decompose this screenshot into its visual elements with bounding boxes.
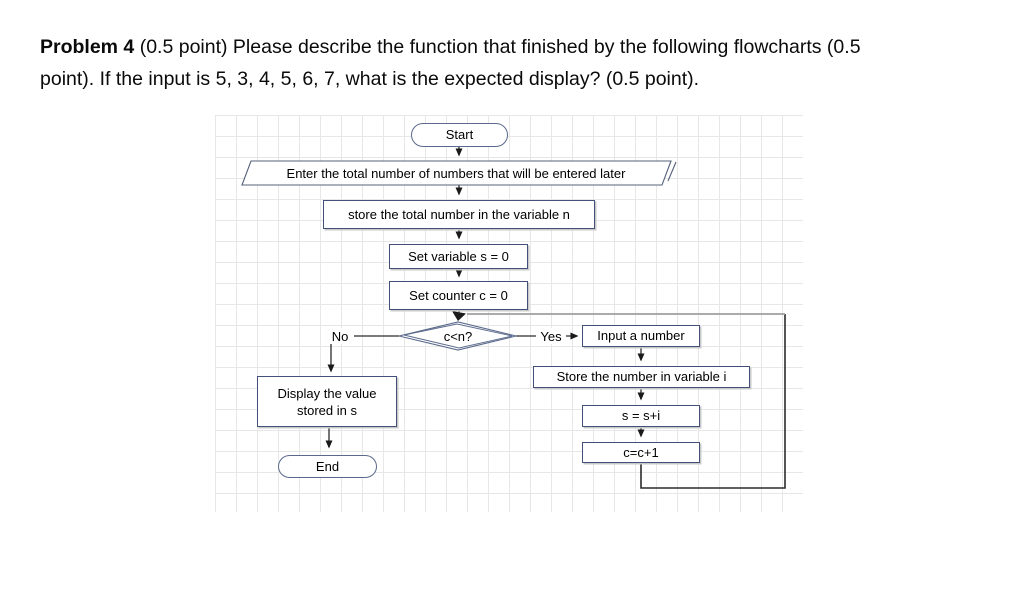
end-node: End [278,455,377,478]
display-node-line2: stored in s [297,402,357,418]
problem-statement: Problem 4 (0.5 point) Please describe th… [40,31,1000,95]
no-branch-label: No [326,328,354,344]
yes-branch-label: Yes [536,328,566,344]
enter-total-node: Enter the total number of numbers that w… [286,165,626,181]
problem-line-1: Problem 4 (0.5 point) Please describe th… [40,31,1000,63]
increment-node: c=c+1 [582,442,700,463]
problem-line-2: point). If the input is 5, 3, 4, 5, 6, 7… [40,68,700,90]
display-node: Display the value stored in s [257,376,397,427]
input-number-node: Input a number [582,325,700,347]
problem-text-1: (0.5 point) Please describe the function… [134,36,861,58]
set-c-node: Set counter c = 0 [389,281,528,310]
decision-label: c<n? [443,328,473,344]
display-node-line1: Display the value [277,385,377,401]
problem-number: Problem 4 [40,36,135,58]
set-s-node: Set variable s = 0 [389,244,528,269]
store-i-node: Store the number in variable i [533,366,750,388]
sum-node: s = s+i [582,405,700,427]
store-n-node: store the total number in the variable n [323,200,595,229]
start-node: Start [411,123,508,147]
